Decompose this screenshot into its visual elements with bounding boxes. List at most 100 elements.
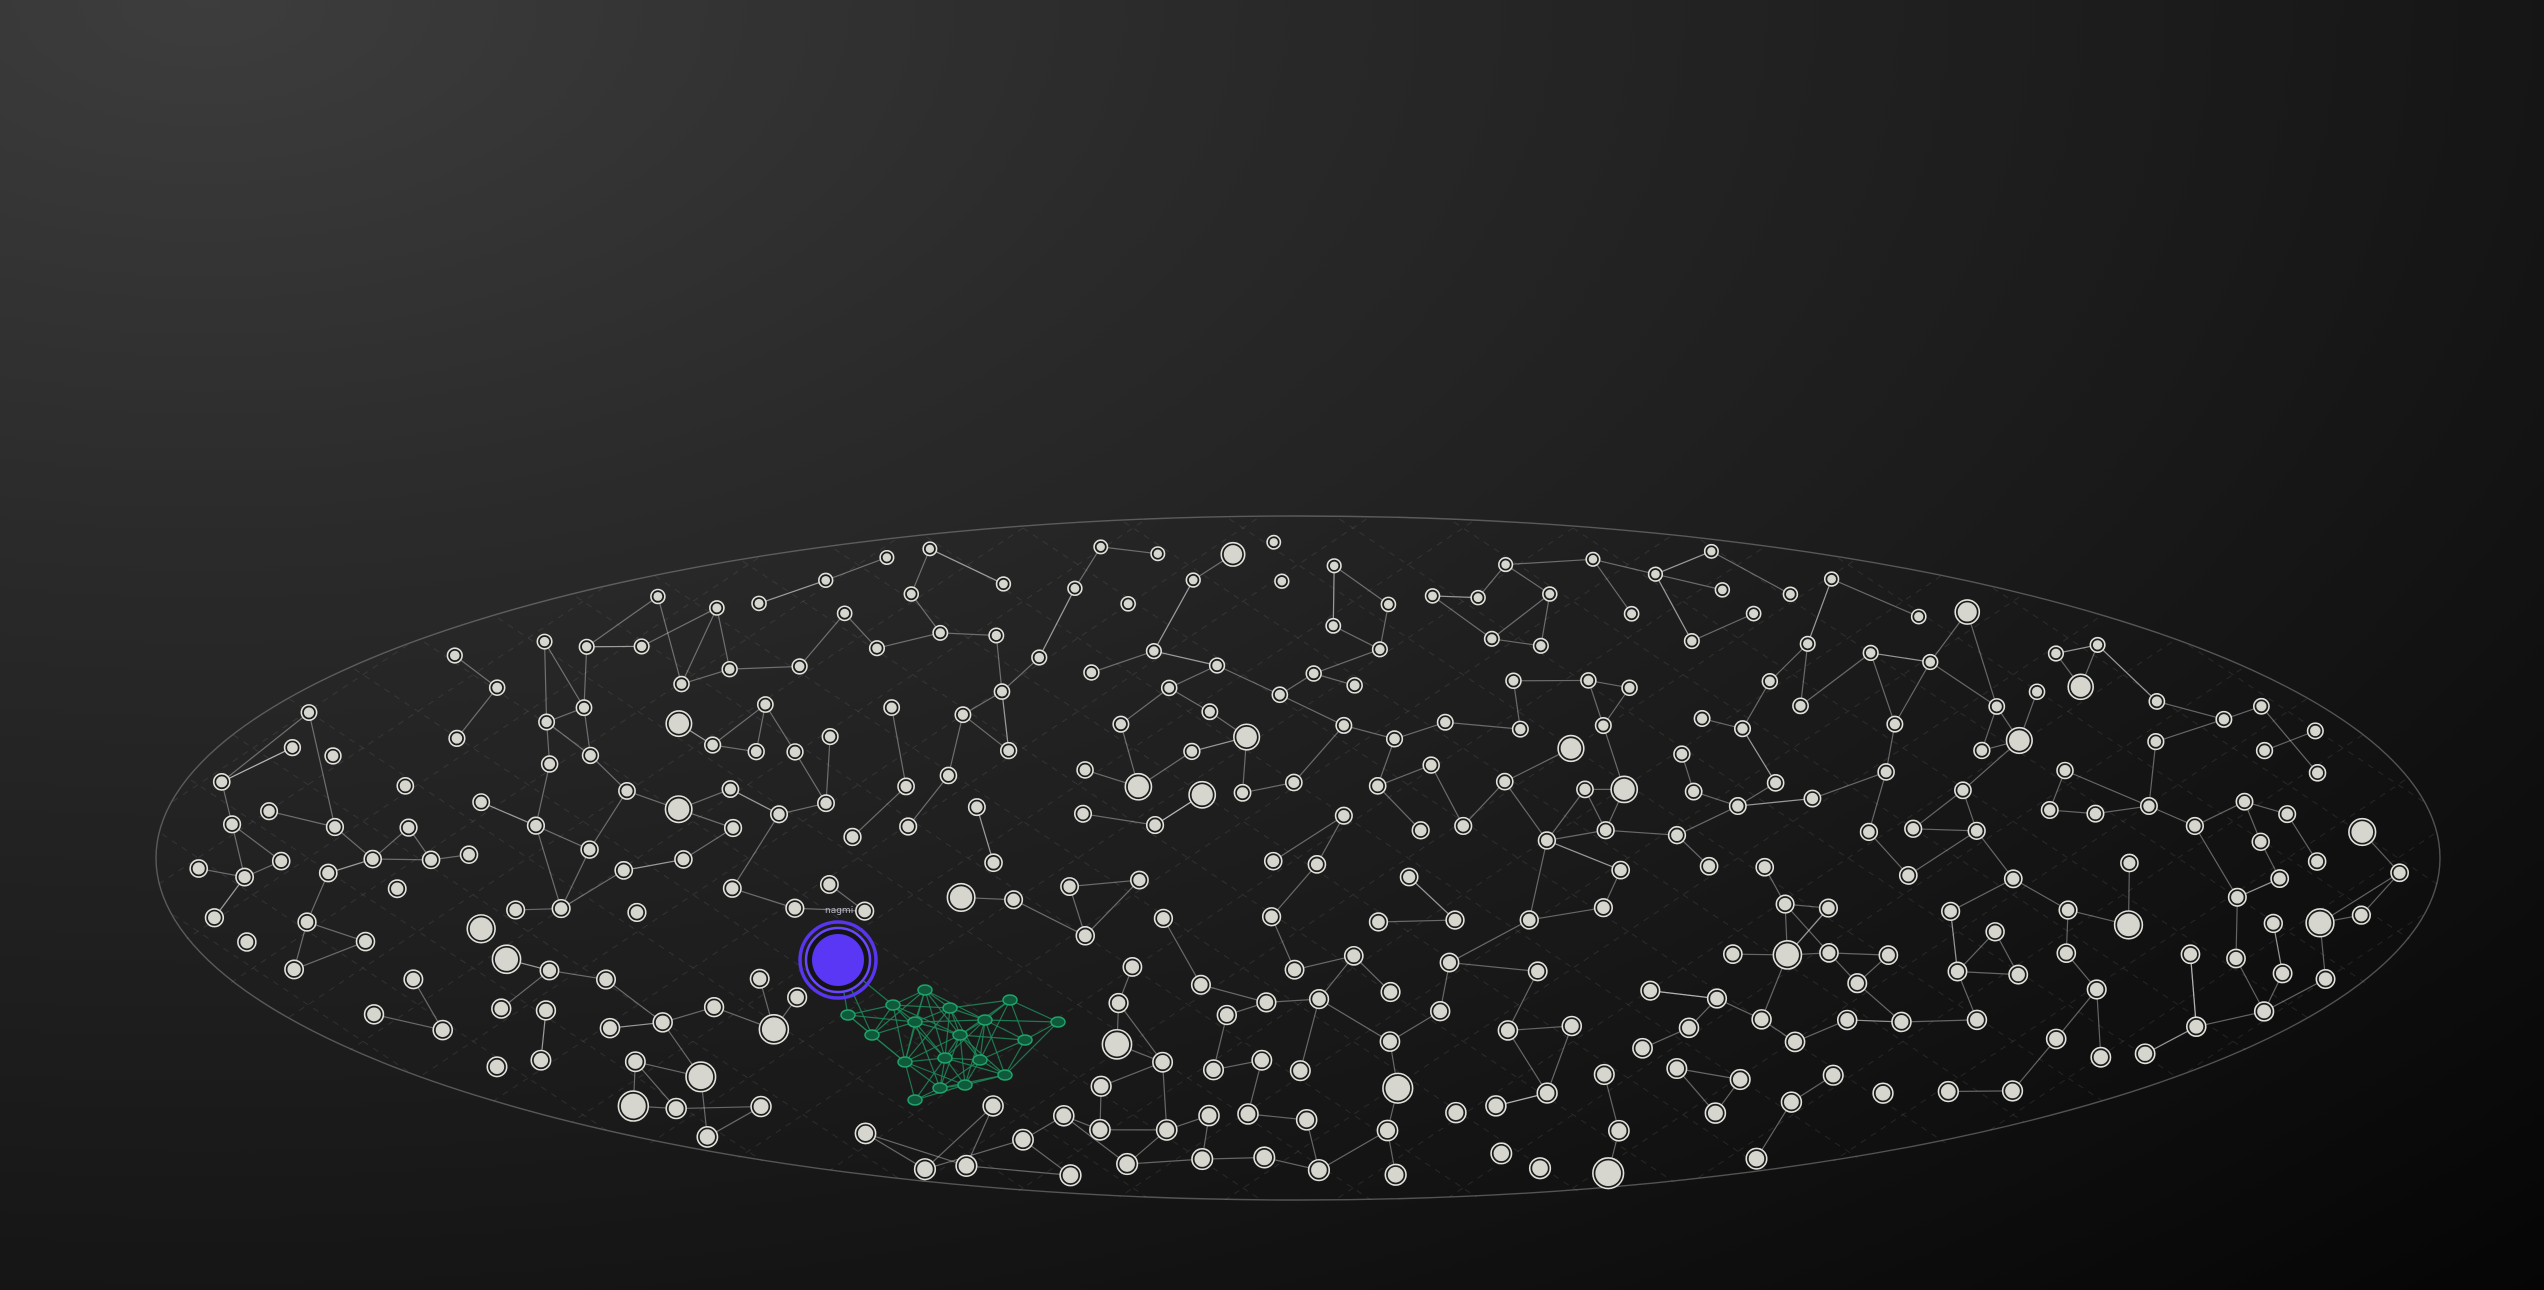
graph-node[interactable] [1862, 644, 1879, 662]
graph-node[interactable] [1859, 822, 1879, 842]
graph-node-core[interactable] [1093, 1078, 1109, 1094]
graph-node[interactable] [539, 960, 560, 981]
graph-node[interactable] [2263, 913, 2283, 934]
graph-node[interactable] [1596, 821, 1615, 840]
graph-node[interactable] [1108, 992, 1129, 1014]
graph-node-core[interactable] [1825, 1067, 1841, 1083]
graph-node-core[interactable] [900, 780, 912, 792]
graph-node[interactable] [1511, 720, 1529, 738]
graph-node[interactable] [1271, 686, 1289, 704]
graph-node-core[interactable] [840, 608, 850, 618]
graph-node[interactable] [747, 742, 765, 761]
graph-node[interactable] [403, 969, 424, 990]
graph-node-core[interactable] [1387, 1166, 1404, 1183]
graph-node-core[interactable] [192, 862, 205, 875]
graph-node[interactable] [580, 840, 599, 859]
graph-node[interactable] [2252, 697, 2270, 715]
graph-node-core[interactable] [2143, 800, 2155, 812]
graph-node[interactable] [506, 900, 526, 920]
graph-node-core[interactable] [391, 882, 404, 895]
graph-node-core[interactable] [1894, 1014, 1909, 1029]
graph-node[interactable] [1497, 1020, 1519, 1041]
graph-node-core[interactable] [1970, 825, 1983, 837]
graph-node-core[interactable] [1092, 1122, 1108, 1138]
graph-node[interactable] [1284, 959, 1305, 980]
graph-node[interactable] [967, 798, 986, 817]
graph-node-core[interactable] [1311, 1162, 1327, 1178]
graph-node-core[interactable] [1104, 1032, 1130, 1057]
graph-node-core[interactable] [958, 1158, 975, 1174]
graph-node[interactable] [1704, 1102, 1727, 1124]
graph-node-core[interactable] [1219, 1008, 1234, 1022]
graph-node-core[interactable] [463, 848, 475, 861]
graph-node[interactable] [1818, 898, 1839, 918]
graph-node[interactable] [355, 931, 376, 952]
graph-node[interactable] [1621, 679, 1638, 697]
graph-node-core[interactable] [677, 853, 690, 866]
graph-node-core[interactable] [585, 750, 596, 761]
graph-node[interactable] [2251, 832, 2270, 851]
graph-node-core[interactable] [541, 716, 552, 728]
graph-node[interactable] [903, 586, 920, 602]
graph-node[interactable] [749, 968, 770, 989]
graph-node-core[interactable] [2089, 982, 2104, 997]
graph-node-core[interactable] [1457, 820, 1470, 832]
graph-node-core[interactable] [668, 1101, 684, 1117]
graph-node-core[interactable] [724, 783, 737, 795]
graph-node[interactable] [883, 699, 901, 716]
graph-node-core[interactable] [1595, 1160, 1622, 1187]
graph-node[interactable] [1640, 980, 1661, 1001]
graph-node[interactable] [2113, 910, 2144, 940]
graph-node-core[interactable] [1614, 864, 1627, 877]
graph-node[interactable] [786, 743, 804, 761]
graph-node[interactable] [1060, 877, 1080, 897]
graph-node-core[interactable] [240, 935, 254, 949]
graph-node-core[interactable] [2218, 714, 2230, 725]
graph-node-core[interactable] [1159, 1122, 1175, 1138]
graph-node[interactable] [1201, 703, 1219, 721]
graph-node[interactable] [1155, 1119, 1178, 1141]
graph-node[interactable] [988, 627, 1005, 644]
graph-node-core[interactable] [1448, 913, 1462, 927]
graph-node[interactable] [2180, 944, 2201, 965]
graph-node-core[interactable] [1732, 800, 1744, 812]
graph-node-core[interactable] [1627, 609, 1637, 619]
graph-node[interactable] [2351, 905, 2372, 925]
graph-node-core[interactable] [1379, 1122, 1396, 1139]
graph-node-core[interactable] [1328, 621, 1338, 631]
graph-node[interactable] [1073, 804, 1093, 823]
graph-node-core[interactable] [489, 1059, 505, 1075]
graph-node[interactable] [868, 640, 886, 657]
graph-node[interactable] [491, 944, 522, 975]
cluster-node[interactable] [972, 1054, 988, 1066]
graph-node[interactable] [1335, 716, 1353, 734]
graph-node[interactable] [1112, 715, 1130, 733]
graph-node[interactable] [1485, 1095, 1507, 1117]
graph-node[interactable] [756, 696, 774, 713]
graph-node-core[interactable] [1201, 1108, 1217, 1124]
graph-node-core[interactable] [2281, 808, 2293, 820]
graph-node-core[interactable] [2310, 725, 2321, 737]
graph-node[interactable] [817, 794, 835, 813]
graph-node-core[interactable] [1383, 599, 1393, 609]
cluster-node[interactable] [952, 1029, 968, 1041]
graph-node-core[interactable] [2275, 966, 2290, 981]
graph-node[interactable] [932, 624, 949, 641]
graph-node[interactable] [1937, 1080, 1959, 1103]
graph-node[interactable] [1237, 1103, 1259, 1125]
graph-node[interactable] [750, 1095, 772, 1118]
cluster-node[interactable] [977, 1014, 993, 1026]
graph-node-core[interactable] [985, 1098, 1001, 1114]
graph-node[interactable] [1368, 912, 1389, 932]
graph-node-core[interactable] [2254, 835, 2267, 848]
graph-node[interactable] [1379, 1031, 1401, 1052]
graph-node[interactable] [325, 817, 345, 837]
graph-node-core[interactable] [2044, 804, 2056, 816]
graph-node-core[interactable] [2183, 947, 2198, 961]
graph-node[interactable] [843, 827, 862, 847]
graph-node-core[interactable] [760, 699, 771, 710]
graph-node-core[interactable] [1389, 733, 1400, 745]
graph-node[interactable] [1761, 673, 1779, 690]
graph-node[interactable] [1537, 831, 1557, 850]
